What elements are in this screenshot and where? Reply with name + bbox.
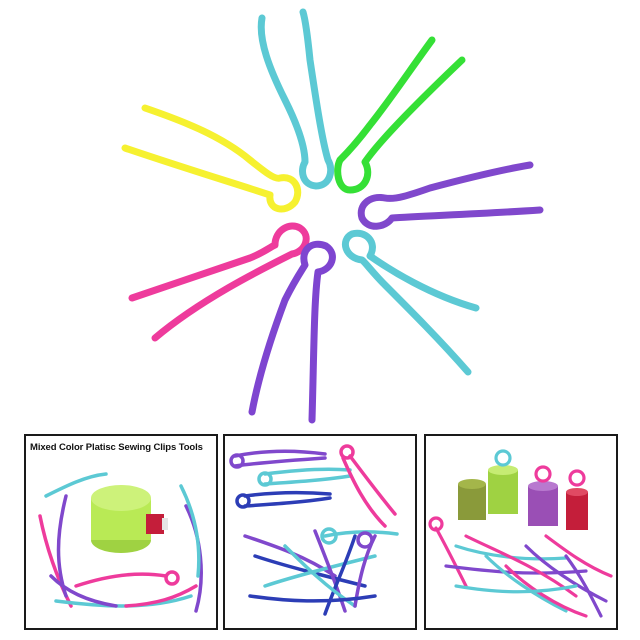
clips-assorted-colors <box>229 444 399 616</box>
clips-with-thread-spool <box>38 472 203 613</box>
spool-red-icon <box>566 488 588 530</box>
thread-spool-icon <box>91 485 168 553</box>
clip-purple-right <box>357 161 544 230</box>
clip-teal-bottom <box>341 229 480 376</box>
hero-product-image <box>121 8 544 424</box>
spool-green-icon <box>458 479 486 520</box>
clip-yellow <box>121 104 302 213</box>
panel-caption: Mixed Color Platisc Sewing Clips Tools <box>30 442 203 453</box>
clip-teal-top <box>257 8 335 190</box>
clip-pink <box>128 222 310 342</box>
clips-with-thread-spools <box>428 449 613 618</box>
thumbnail-panel-2[interactable] <box>223 434 417 630</box>
thumbnail-panel-3[interactable] <box>424 434 618 630</box>
clips-circle-arrangement <box>121 8 544 424</box>
spool-purple-icon <box>528 481 558 526</box>
spool-lime-icon <box>488 465 518 514</box>
clip-violet-bottom <box>248 240 336 424</box>
clip-green <box>334 36 466 194</box>
thumbnail-panel-1[interactable]: Mixed Color Platisc Sewing Clips Tools <box>24 434 218 630</box>
